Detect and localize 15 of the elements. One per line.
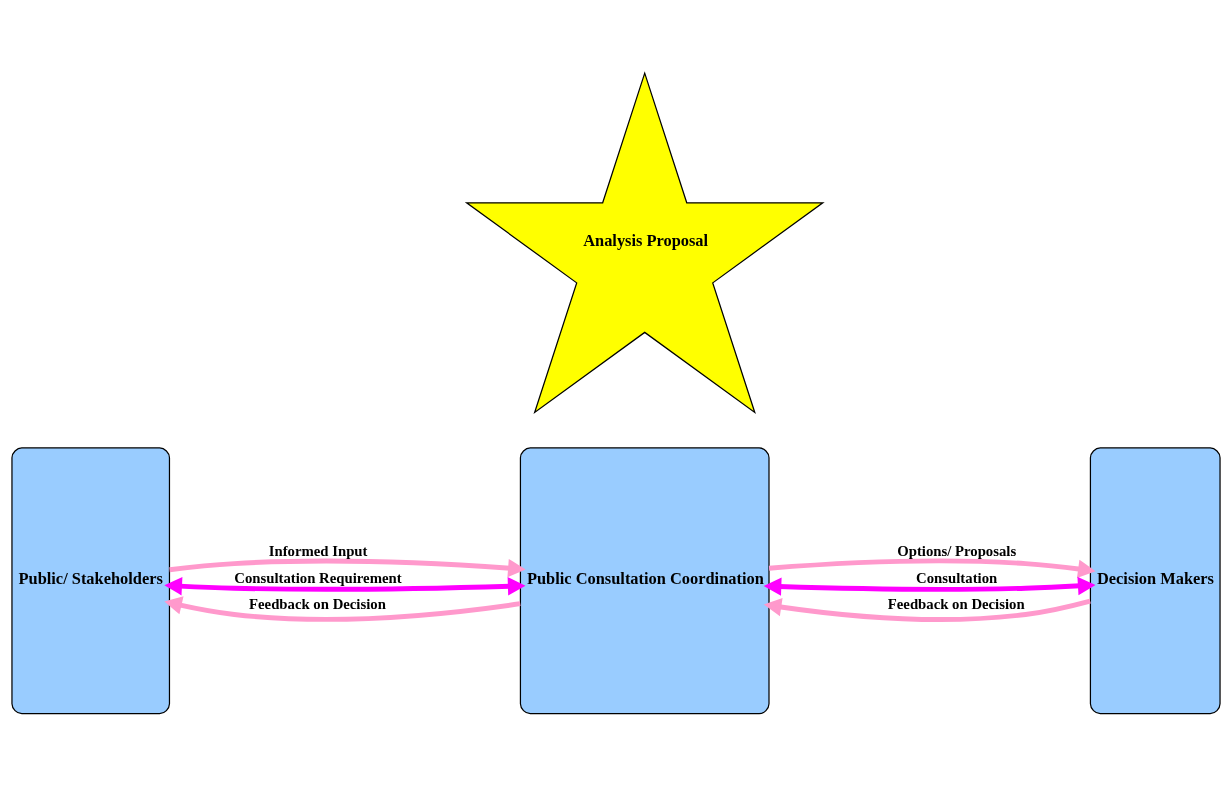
arrow xyxy=(768,558,1096,579)
edge-label: Options/ Proposals xyxy=(897,542,1017,559)
edge-label: Feedback on Decision xyxy=(887,596,1025,613)
edge-label: Informed Input xyxy=(268,542,368,559)
node-box: Public Consultation Coordination xyxy=(519,447,770,715)
arrow xyxy=(164,596,521,622)
node-box: Public/ Stakeholders xyxy=(11,447,171,715)
arrow xyxy=(763,597,1091,622)
node-box: Decision Makers xyxy=(1089,447,1221,715)
arrow xyxy=(164,576,526,596)
edge-label: Consultation xyxy=(916,569,998,586)
arrow xyxy=(169,558,526,578)
edge-label: Consultation Requirement xyxy=(234,569,402,586)
arrow xyxy=(763,576,1096,596)
edge-label: Feedback on Decision xyxy=(249,596,386,613)
